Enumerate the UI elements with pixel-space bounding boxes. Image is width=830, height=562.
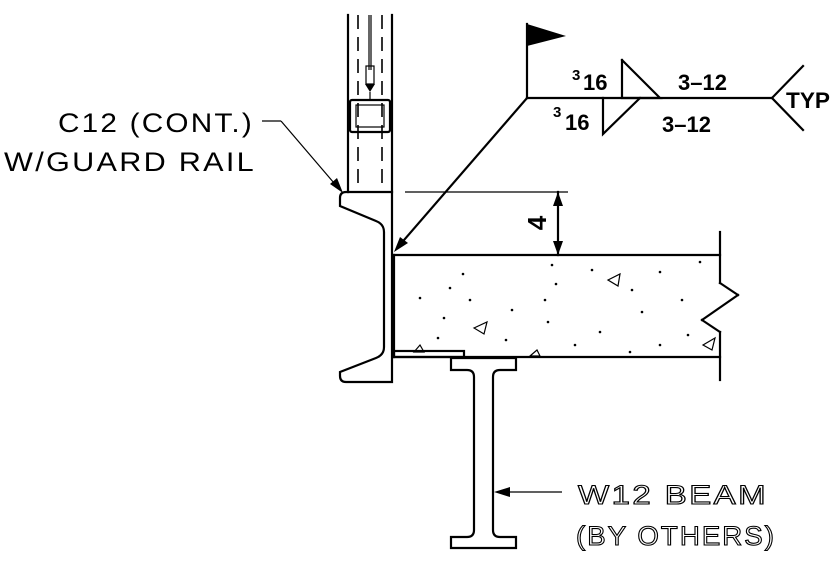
field-weld-flag-icon: [527, 24, 566, 46]
beam-leader: [494, 487, 562, 497]
bearing-plate: [392, 349, 466, 359]
guard-rail-tube: [348, 98, 392, 134]
dimension-slab-edge: 4: [405, 190, 568, 257]
channel-label-line2: W/GUARD RAIL: [4, 147, 256, 177]
c12-channel: [338, 190, 394, 384]
beam-label-line1: W12 BEAM: [578, 480, 768, 510]
beam-label-line2: (BY OTHERS): [576, 521, 776, 551]
dimension-value: 4: [522, 215, 552, 230]
weld-symbol: [394, 22, 805, 252]
weld-size-top-denominator: 16: [583, 70, 607, 95]
weld-length-top: 3–12: [678, 70, 727, 95]
w12-beam: [449, 356, 518, 550]
weld-tail-note: TYP: [786, 88, 830, 113]
concrete-slab: [392, 230, 740, 382]
weld-size-top-numerator: 3: [572, 67, 580, 84]
weld-length-bottom: 3–12: [662, 112, 711, 137]
channel-label-line1: C12 (CONT.): [58, 108, 254, 138]
guard-rail-post: [346, 13, 394, 194]
weld-size-bottom-numerator: 3: [553, 104, 561, 121]
weld-size-bottom-denominator: 16: [565, 110, 589, 135]
channel-leader: [262, 120, 343, 193]
